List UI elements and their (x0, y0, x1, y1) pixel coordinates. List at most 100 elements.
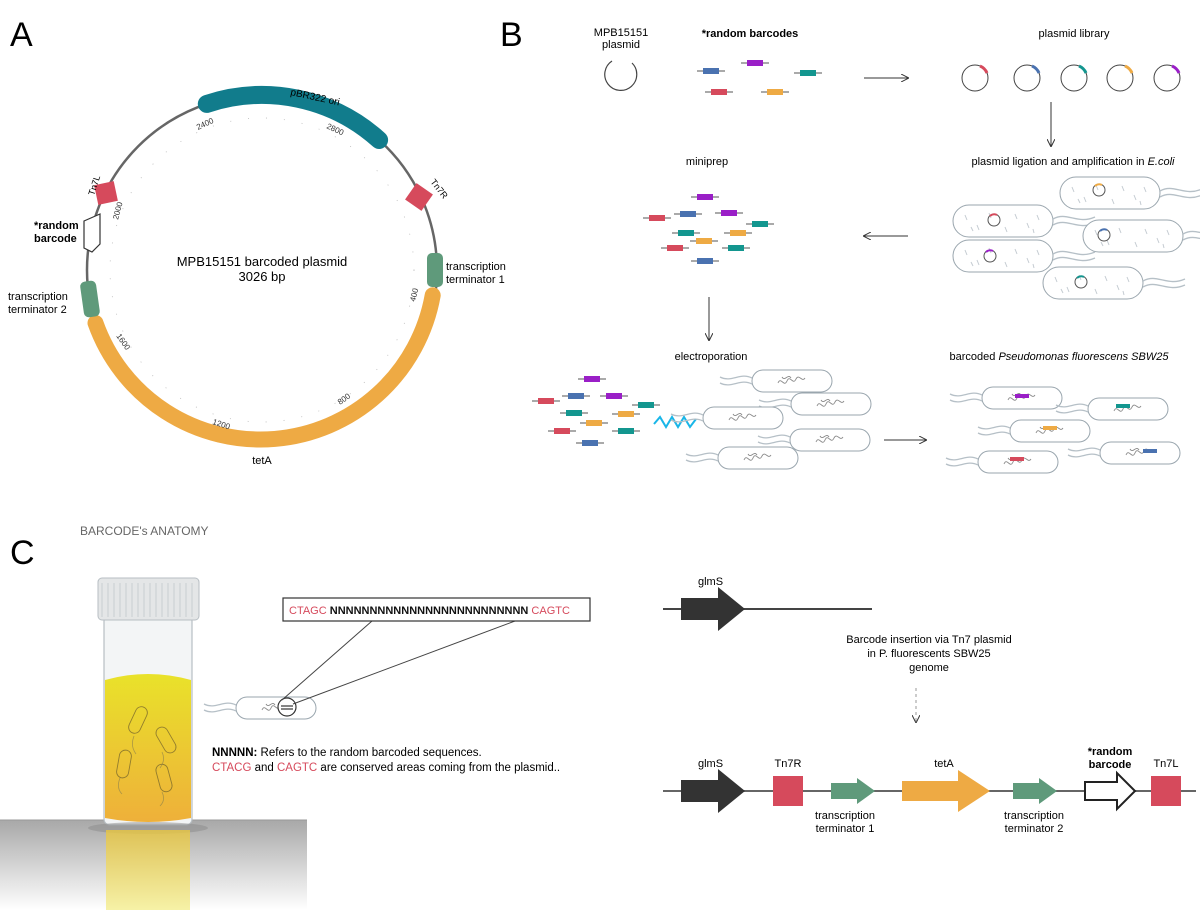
tt2-label-line1: transcription (8, 291, 68, 303)
barcoded-label: barcoded Pseudomonas fluorescens SBW25 (950, 351, 1170, 363)
barcode-fragments (697, 60, 822, 95)
barcode-fragment (562, 393, 590, 399)
barcode-fragment (697, 68, 725, 74)
miniprep-label: miniprep (686, 156, 728, 168)
barcode-fragment (580, 420, 608, 426)
zoom-line-right (292, 620, 516, 705)
mpb-plasmid-label-line1: MPB15151 (594, 27, 648, 39)
ligation-label: plasmid ligation and amplification in E.… (971, 156, 1175, 168)
tt2-marker (80, 280, 100, 318)
library-barcode-insert (1078, 64, 1088, 74)
glms-bottom-label: glmS (698, 758, 723, 770)
tt1-marker (427, 253, 443, 287)
plasmid-size: 3026 bp (239, 269, 286, 284)
barcode-fragment (612, 428, 640, 434)
tt2-block-label-line2: terminator 2 (1005, 823, 1064, 835)
tt1-block-label-line1: transcription (815, 810, 875, 822)
barcode-fragment (705, 89, 733, 95)
electroporation-fragments (532, 376, 660, 446)
tick-label-400: 400 (408, 287, 420, 303)
teta-block-label: tetA (934, 758, 954, 770)
tn7r-marker (405, 183, 433, 211)
barcode-fragment (576, 440, 604, 446)
tn7l-block (1151, 776, 1181, 806)
random-barcodes-label: *random barcodes (702, 28, 799, 40)
culture-vial (88, 577, 208, 910)
barcode-fragment (724, 230, 752, 236)
barcode-fragment (674, 211, 702, 217)
library-plasmid (1153, 64, 1181, 92)
teta-arrow (902, 770, 990, 812)
library-plasmid (961, 64, 989, 92)
insertion-desc-line2: in P. fluorescents SBW25 (867, 648, 990, 660)
barcode-fragment (672, 230, 700, 236)
miniprep-fragments (643, 194, 774, 264)
magnifier-lens (277, 697, 297, 717)
barcode-fragment (794, 70, 822, 76)
teta-feature (87, 287, 441, 448)
barcode-marker (83, 213, 101, 253)
library-plasmid (1013, 64, 1041, 92)
barcode-fragment (661, 245, 689, 251)
panel-label-a: A (10, 16, 33, 54)
tt1-label-line1: transcription (446, 261, 506, 273)
barcode-fragment (612, 411, 640, 417)
barcode-fragment (691, 194, 719, 200)
panel-b: B MPB15151 plasmid *random barcodes plas… (500, 16, 1200, 474)
barcode-fragment (632, 402, 660, 408)
magnified-cell (203, 696, 317, 720)
barcode-fragment (643, 215, 671, 221)
plasmid-title: MPB15151 barcoded plasmid (177, 254, 348, 269)
anatomy-title: BARCODE's ANATOMY (80, 524, 209, 538)
open-plasmid-icon (604, 60, 638, 91)
electroporation-label: electroporation (675, 351, 748, 363)
barcode-fragment (578, 376, 606, 382)
barcode-block-label-line2: barcode (1089, 759, 1132, 771)
barcode-fragment (741, 60, 769, 66)
barcode-arrow (1084, 770, 1137, 812)
plasmid-library-circles (961, 64, 1181, 92)
tn7r-block (773, 776, 803, 806)
library-barcode-insert (1124, 64, 1134, 74)
panel-c: C BARCODE's ANATOMY (0, 524, 1196, 910)
plasmid-library-label: plasmid library (1039, 28, 1110, 40)
tn7r-block-label: Tn7R (775, 758, 802, 770)
barcode-fragment (691, 258, 719, 264)
barcode-fragment (600, 393, 628, 399)
sequence-text: CTAGC NNNNNNNNNNNNNNNNNNNNNNNNN CAGTC (289, 605, 570, 617)
ori-feature (197, 85, 389, 149)
barcode-block-label-line1: *random (1088, 746, 1133, 758)
anatomy-note-1: NNNNN: Refers to the random barcoded seq… (212, 747, 482, 759)
library-barcode-insert (1171, 64, 1181, 74)
insertion-desc-line1: Barcode insertion via Tn7 plasmid (846, 634, 1012, 646)
insertion-desc-line3: genome (909, 662, 949, 674)
barcode-fragment (746, 221, 774, 227)
tt2-arrow (1013, 778, 1057, 804)
ecoli-cells (952, 176, 1200, 300)
barcode-label-line1: *random (34, 220, 79, 232)
tn7r-label: Tn7R (428, 177, 450, 201)
tt1-block-label-line2: terminator 1 (816, 823, 875, 835)
zoom-line-left (281, 620, 373, 701)
plasmid-inner-ring (109, 117, 415, 423)
barcoded-cells (945, 386, 1181, 474)
glms-top-arrow (681, 587, 745, 631)
mpb-plasmid-label-line2: plasmid (602, 39, 640, 51)
pseudomonas-cells (670, 369, 872, 470)
barcode-fragment (715, 210, 743, 216)
tn7l-marker (94, 181, 118, 205)
sequence-box (282, 597, 591, 622)
panel-label-b: B (500, 16, 523, 54)
library-plasmid (1106, 64, 1134, 92)
barcode-fragment (548, 428, 576, 434)
anatomy-note-2: CTACG and CAGTC are conserved areas comi… (212, 762, 560, 774)
barcode-label-line2: barcode (34, 233, 77, 245)
tick-label-2000: 2000 (111, 200, 124, 220)
tt1-arrow (831, 778, 875, 804)
library-barcode-insert (1031, 64, 1041, 74)
barcode-fragment (690, 238, 718, 244)
tick-label-2400: 2400 (195, 116, 215, 132)
tt2-label-line2: terminator 2 (8, 304, 67, 316)
panel-a: A 400 800 1200 1600 2000 2400 2800 MPB15… (8, 16, 506, 467)
